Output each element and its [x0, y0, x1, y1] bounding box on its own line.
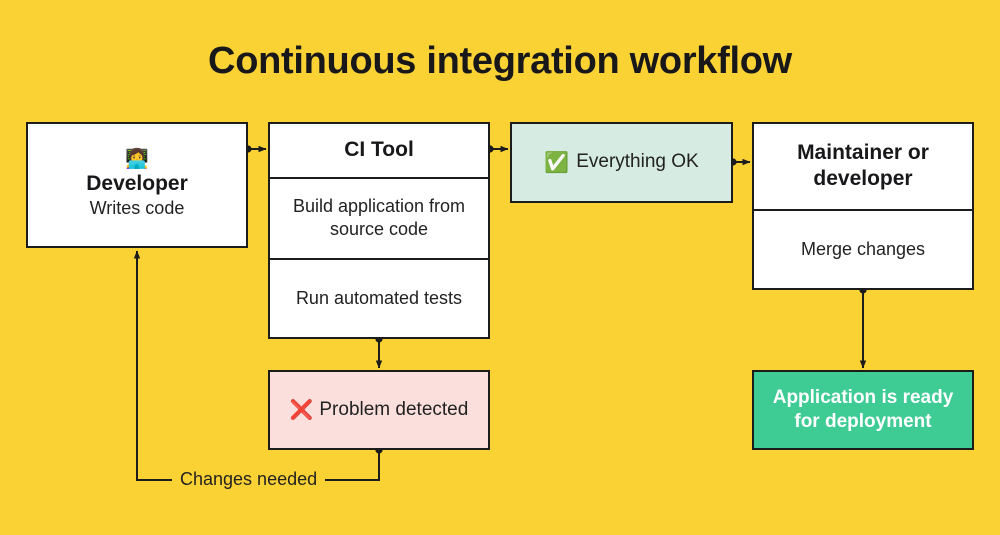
node-maintainer[interactable]: Maintainer or developer Merge changes: [752, 122, 974, 290]
ci-tool-step-build: Build application from source code: [270, 176, 488, 258]
problem-detected-cell: ❌ Problem detected: [270, 372, 488, 448]
maintainer-step-merge-label: Merge changes: [800, 238, 926, 259]
developer-cell: 👩‍💻 Developer Writes code: [28, 124, 246, 246]
cross-mark-icon: ❌: [289, 399, 314, 421]
edge-label-changes-needed: Changes needed: [172, 469, 326, 490]
everything-ok-label: Everything OK: [576, 151, 699, 173]
deployment-ready-label: Application is ready for deployment: [772, 386, 954, 432]
problem-detected-label: Problem detected: [319, 398, 469, 420]
developer-subtitle: Writes code: [89, 198, 185, 219]
maintainer-step-merge: Merge changes: [754, 208, 972, 288]
ci-tool-step-build-label: Build application from source code: [292, 196, 466, 240]
maintainer-header: Maintainer or developer: [754, 124, 972, 209]
everything-ok-cell: ✅ Everything OK: [534, 124, 708, 201]
node-ci-tool[interactable]: CI Tool Build application from source co…: [268, 122, 490, 339]
ci-tool-title: CI Tool: [344, 137, 414, 161]
node-problem-detected[interactable]: ❌ Problem detected: [268, 370, 490, 450]
check-mark-icon: ✅: [544, 151, 570, 174]
node-everything-ok[interactable]: ✅ Everything OK: [510, 122, 733, 203]
ci-tool-step-tests-label: Run automated tests: [295, 287, 463, 308]
technologist-icon: 👩‍💻: [125, 148, 149, 170]
node-developer[interactable]: 👩‍💻 Developer Writes code: [26, 122, 248, 248]
ci-tool-header: CI Tool: [270, 124, 488, 177]
node-deployment-ready[interactable]: Application is ready for deployment: [752, 370, 974, 450]
maintainer-title: Maintainer or developer: [797, 140, 929, 191]
ci-tool-step-tests: Run automated tests: [270, 257, 488, 337]
page-title: Continuous integration workflow: [208, 40, 792, 82]
developer-title: Developer: [86, 171, 188, 195]
deployment-ready-cell: Application is ready for deployment: [754, 372, 972, 448]
